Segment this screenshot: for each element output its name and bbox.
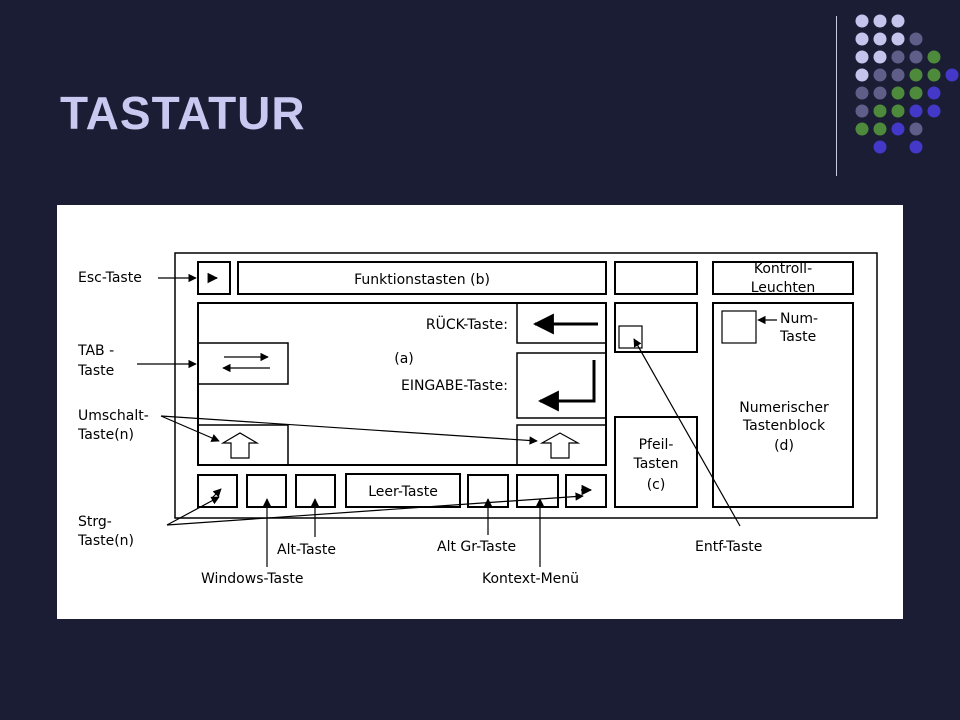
decorative-dot: [873, 122, 887, 136]
decorative-dot: [891, 122, 905, 136]
decorative-dot: [909, 32, 923, 46]
esc-key: [197, 261, 231, 295]
callout-arrows: [137, 273, 777, 567]
decorative-dot: [873, 32, 887, 46]
shift-callout-label-2: Taste(n): [77, 427, 134, 443]
left-shift-key: [197, 424, 289, 466]
status-lights-label-2: Leuchten: [751, 280, 816, 296]
numlock-key: [721, 310, 757, 344]
decorative-dot: [891, 14, 905, 28]
decorative-dot: [909, 122, 923, 136]
backspace-key: [516, 302, 607, 344]
decorative-dot: [855, 50, 869, 64]
numlock-label-1: Num-: [780, 311, 818, 327]
decorative-dot: [873, 50, 887, 64]
decorative-dot: [909, 68, 923, 82]
decorative-dot: [909, 104, 923, 118]
decorative-dot: [891, 32, 905, 46]
decorative-dot: [909, 140, 923, 154]
delete-callout-arrow: [633, 338, 741, 527]
decorative-dot: [855, 104, 869, 118]
numeric-keypad-label-2: Tastenblock: [742, 418, 826, 434]
numeric-keypad-label-3: (d): [774, 438, 794, 454]
backspace-label: RÜCK-Taste:: [426, 315, 508, 333]
shift-callout-label-1: Umschalt-: [78, 408, 149, 424]
esc-callout-label: Esc-Taste: [78, 270, 142, 286]
tab-callout-label-1: TAB -: [77, 343, 114, 359]
decorative-dot: [891, 86, 905, 100]
space-key-label: Leer-Taste: [368, 484, 438, 500]
numlock-label-2: Taste: [779, 329, 816, 345]
decorative-dot-grid: [855, 14, 959, 154]
space-key: [345, 473, 461, 508]
enter-key: [516, 352, 607, 419]
ctrl-callout-label-2: Taste(n): [77, 533, 134, 549]
keyboard-diagram: Funktionstasten (b) Kontroll- Leuchten (…: [77, 252, 878, 587]
status-lights-label-1: Kontroll-: [754, 261, 812, 277]
ctrl-right-callout-arrow: [166, 492, 584, 526]
decorative-dot: [927, 68, 941, 82]
function-keys-label: Funktionstasten (b): [354, 272, 490, 288]
enter-label: EINGABE-Taste:: [401, 378, 508, 394]
tab-key: [197, 342, 289, 385]
tab-callout-label-2: Taste: [77, 363, 114, 379]
slide-title: TASTATUR: [60, 87, 306, 139]
decorative-dot: [855, 68, 869, 82]
main-keys-label: (a): [394, 351, 414, 367]
numeric-keypad-block: [712, 302, 854, 508]
decorative-dot: [891, 50, 905, 64]
decorative-divider: [836, 16, 837, 176]
delete-callout-label: Entf-Taste: [695, 539, 762, 555]
decorative-dot: [873, 14, 887, 28]
function-keys-block: [237, 261, 607, 295]
context-menu-key: [516, 474, 559, 508]
top-middle-block: [614, 261, 698, 295]
shift-left-callout-arrow: [160, 415, 220, 442]
enter-arrow-icon: [537, 360, 596, 412]
altgr-callout-label: Alt Gr-Taste: [437, 539, 516, 555]
decorative-dot: [855, 14, 869, 28]
navigation-block: [614, 302, 698, 353]
decorative-dot: [909, 50, 923, 64]
delete-key: [618, 325, 643, 349]
decorative-dot: [891, 68, 905, 82]
context-menu-callout-label: Kontext-Menü: [482, 571, 579, 587]
ctrl-callout-label-1: Strg-: [78, 514, 112, 530]
decorative-dot: [855, 86, 869, 100]
decorative-dot: [873, 68, 887, 82]
alt-callout-label: Alt-Taste: [277, 542, 336, 558]
left-shift-arrow-icon: [220, 432, 260, 459]
status-lights-block: [712, 261, 854, 295]
left-ctrl-key: [197, 474, 238, 508]
decorative-dot: [855, 32, 869, 46]
arrow-keys-block: [614, 416, 698, 508]
left-ctrl-icon: [211, 488, 222, 499]
decorative-dot: [855, 122, 869, 136]
keyboard-diagram-figure: Funktionstasten (b) Kontroll- Leuchten (…: [57, 205, 903, 619]
shift-right-callout-arrow: [160, 415, 538, 445]
decorative-dot: [873, 104, 887, 118]
right-shift-arrow-icon: [539, 432, 581, 459]
decorative-dot: [909, 86, 923, 100]
keyboard-outline: [174, 252, 878, 519]
decorative-dot: [927, 50, 941, 64]
right-ctrl-key: [565, 474, 607, 508]
numeric-keypad-label-1: Numerischer: [739, 400, 829, 416]
decorative-dot: [927, 86, 941, 100]
decorative-dot: [873, 86, 887, 100]
right-shift-key: [516, 424, 607, 466]
arrow-keys-label-1: Pfeil-: [639, 437, 674, 453]
arrow-keys-label-3: (c): [647, 477, 666, 493]
decorative-dot: [873, 140, 887, 154]
windows-callout-label: Windows-Taste: [201, 571, 303, 587]
arrow-keys-label-2: Tasten: [632, 456, 678, 472]
decorative-dot: [891, 104, 905, 118]
decorative-dot: [927, 104, 941, 118]
decorative-dot: [945, 68, 959, 82]
ctrl-left-callout-arrow: [166, 496, 220, 526]
